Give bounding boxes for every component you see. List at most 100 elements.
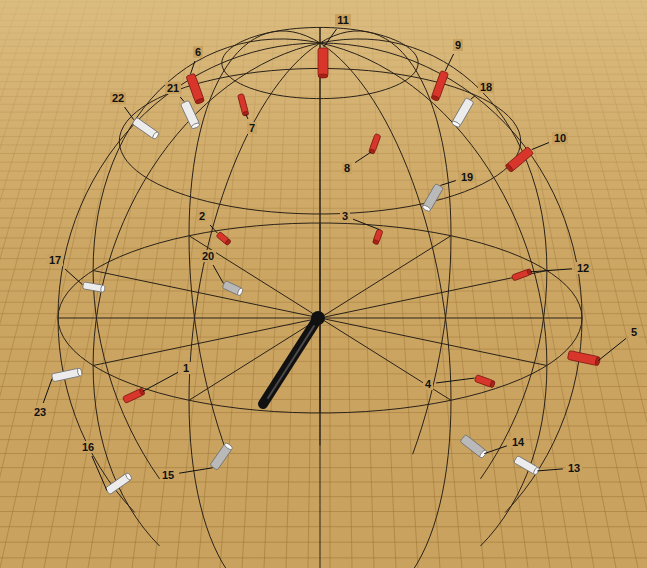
leader-line <box>210 225 217 233</box>
sensor-end <box>479 449 488 459</box>
leader-line <box>436 378 474 383</box>
callout-number: 20 <box>200 250 216 262</box>
sensor <box>238 94 249 117</box>
leader-line <box>43 379 52 403</box>
leader-line <box>143 372 178 391</box>
wire-line <box>93 39 320 479</box>
leader-line <box>125 107 134 120</box>
sensor-end <box>152 131 160 140</box>
callout-number: 13 <box>566 462 582 474</box>
sensor <box>460 434 488 458</box>
wire-line <box>320 27 321 445</box>
sensors <box>51 48 600 495</box>
sensor-end <box>237 287 244 296</box>
sensor-end <box>139 388 146 396</box>
leader-line <box>353 219 379 229</box>
sensor <box>505 147 534 173</box>
center-dot <box>311 311 325 325</box>
callout-number: 6 <box>193 46 203 58</box>
leader-line <box>179 468 212 473</box>
sensor <box>216 232 231 246</box>
pen-highlight <box>268 326 314 398</box>
sensor <box>186 73 205 104</box>
pen <box>263 311 325 404</box>
wire-line <box>320 43 582 512</box>
sensor-end <box>191 122 201 129</box>
sensor <box>372 229 383 245</box>
sensor <box>318 48 328 78</box>
sensor-end <box>422 204 432 212</box>
callout-number: 17 <box>47 254 63 266</box>
sensor <box>105 472 133 495</box>
sensor <box>431 70 449 101</box>
wire-line <box>189 31 320 454</box>
callout-number: 22 <box>110 92 126 104</box>
wire-hemisphere <box>58 27 582 568</box>
sensor <box>210 442 233 470</box>
sensor-end <box>595 356 601 366</box>
callout-number: 8 <box>342 162 352 174</box>
sensor-end <box>318 74 328 78</box>
callout-number: 14 <box>510 436 526 448</box>
sensor-body <box>431 70 448 99</box>
callout-number: 23 <box>32 406 48 418</box>
sensor <box>122 388 145 404</box>
sensor-end <box>431 95 440 101</box>
wire-line <box>93 271 547 366</box>
callout-number: 9 <box>453 39 463 51</box>
sensor <box>451 98 474 128</box>
leader-line <box>92 456 107 491</box>
sensor <box>180 100 200 129</box>
sensor-end <box>451 120 461 128</box>
callout-number: 2 <box>197 210 207 222</box>
wire-line <box>189 236 451 401</box>
sensor <box>512 268 533 280</box>
sensor-body <box>51 368 80 382</box>
leader-line <box>191 61 195 74</box>
callout-number: 10 <box>552 132 568 144</box>
sensor <box>368 134 380 155</box>
sensor-end <box>225 239 232 246</box>
callout-number: 4 <box>423 378 433 390</box>
wire-line <box>320 31 451 454</box>
leader-line <box>213 265 223 283</box>
sensor <box>514 456 541 476</box>
leader-line <box>65 269 82 285</box>
sensor-end <box>489 380 495 388</box>
callout-number: 19 <box>459 171 475 183</box>
callout-number: 1 <box>181 362 191 374</box>
sensor-end <box>77 368 83 377</box>
sensor-end <box>505 163 514 172</box>
sensor-end <box>372 239 379 245</box>
sensor <box>474 375 495 388</box>
leader-line <box>530 269 571 272</box>
sensor <box>422 183 444 212</box>
callout-number: 5 <box>629 326 639 338</box>
callout-number: 15 <box>160 469 176 481</box>
sensor-end <box>100 285 105 293</box>
sensor-end <box>224 442 234 450</box>
sensor-end <box>242 111 249 116</box>
sensor-body <box>567 350 598 365</box>
sensor-end <box>195 98 205 105</box>
leader-line <box>598 338 625 360</box>
callout-number: 18 <box>478 81 494 93</box>
sensor <box>83 282 106 293</box>
leader-line <box>355 152 371 163</box>
callout-number: 7 <box>247 122 257 134</box>
wire-line <box>58 223 582 413</box>
wire-line <box>119 69 520 214</box>
sensor <box>567 350 600 365</box>
sensor-body <box>83 282 104 292</box>
leader-line <box>445 54 453 71</box>
pen-body <box>263 318 318 404</box>
leader-line <box>324 29 337 47</box>
leader-line <box>537 469 562 471</box>
sensor <box>222 281 244 297</box>
